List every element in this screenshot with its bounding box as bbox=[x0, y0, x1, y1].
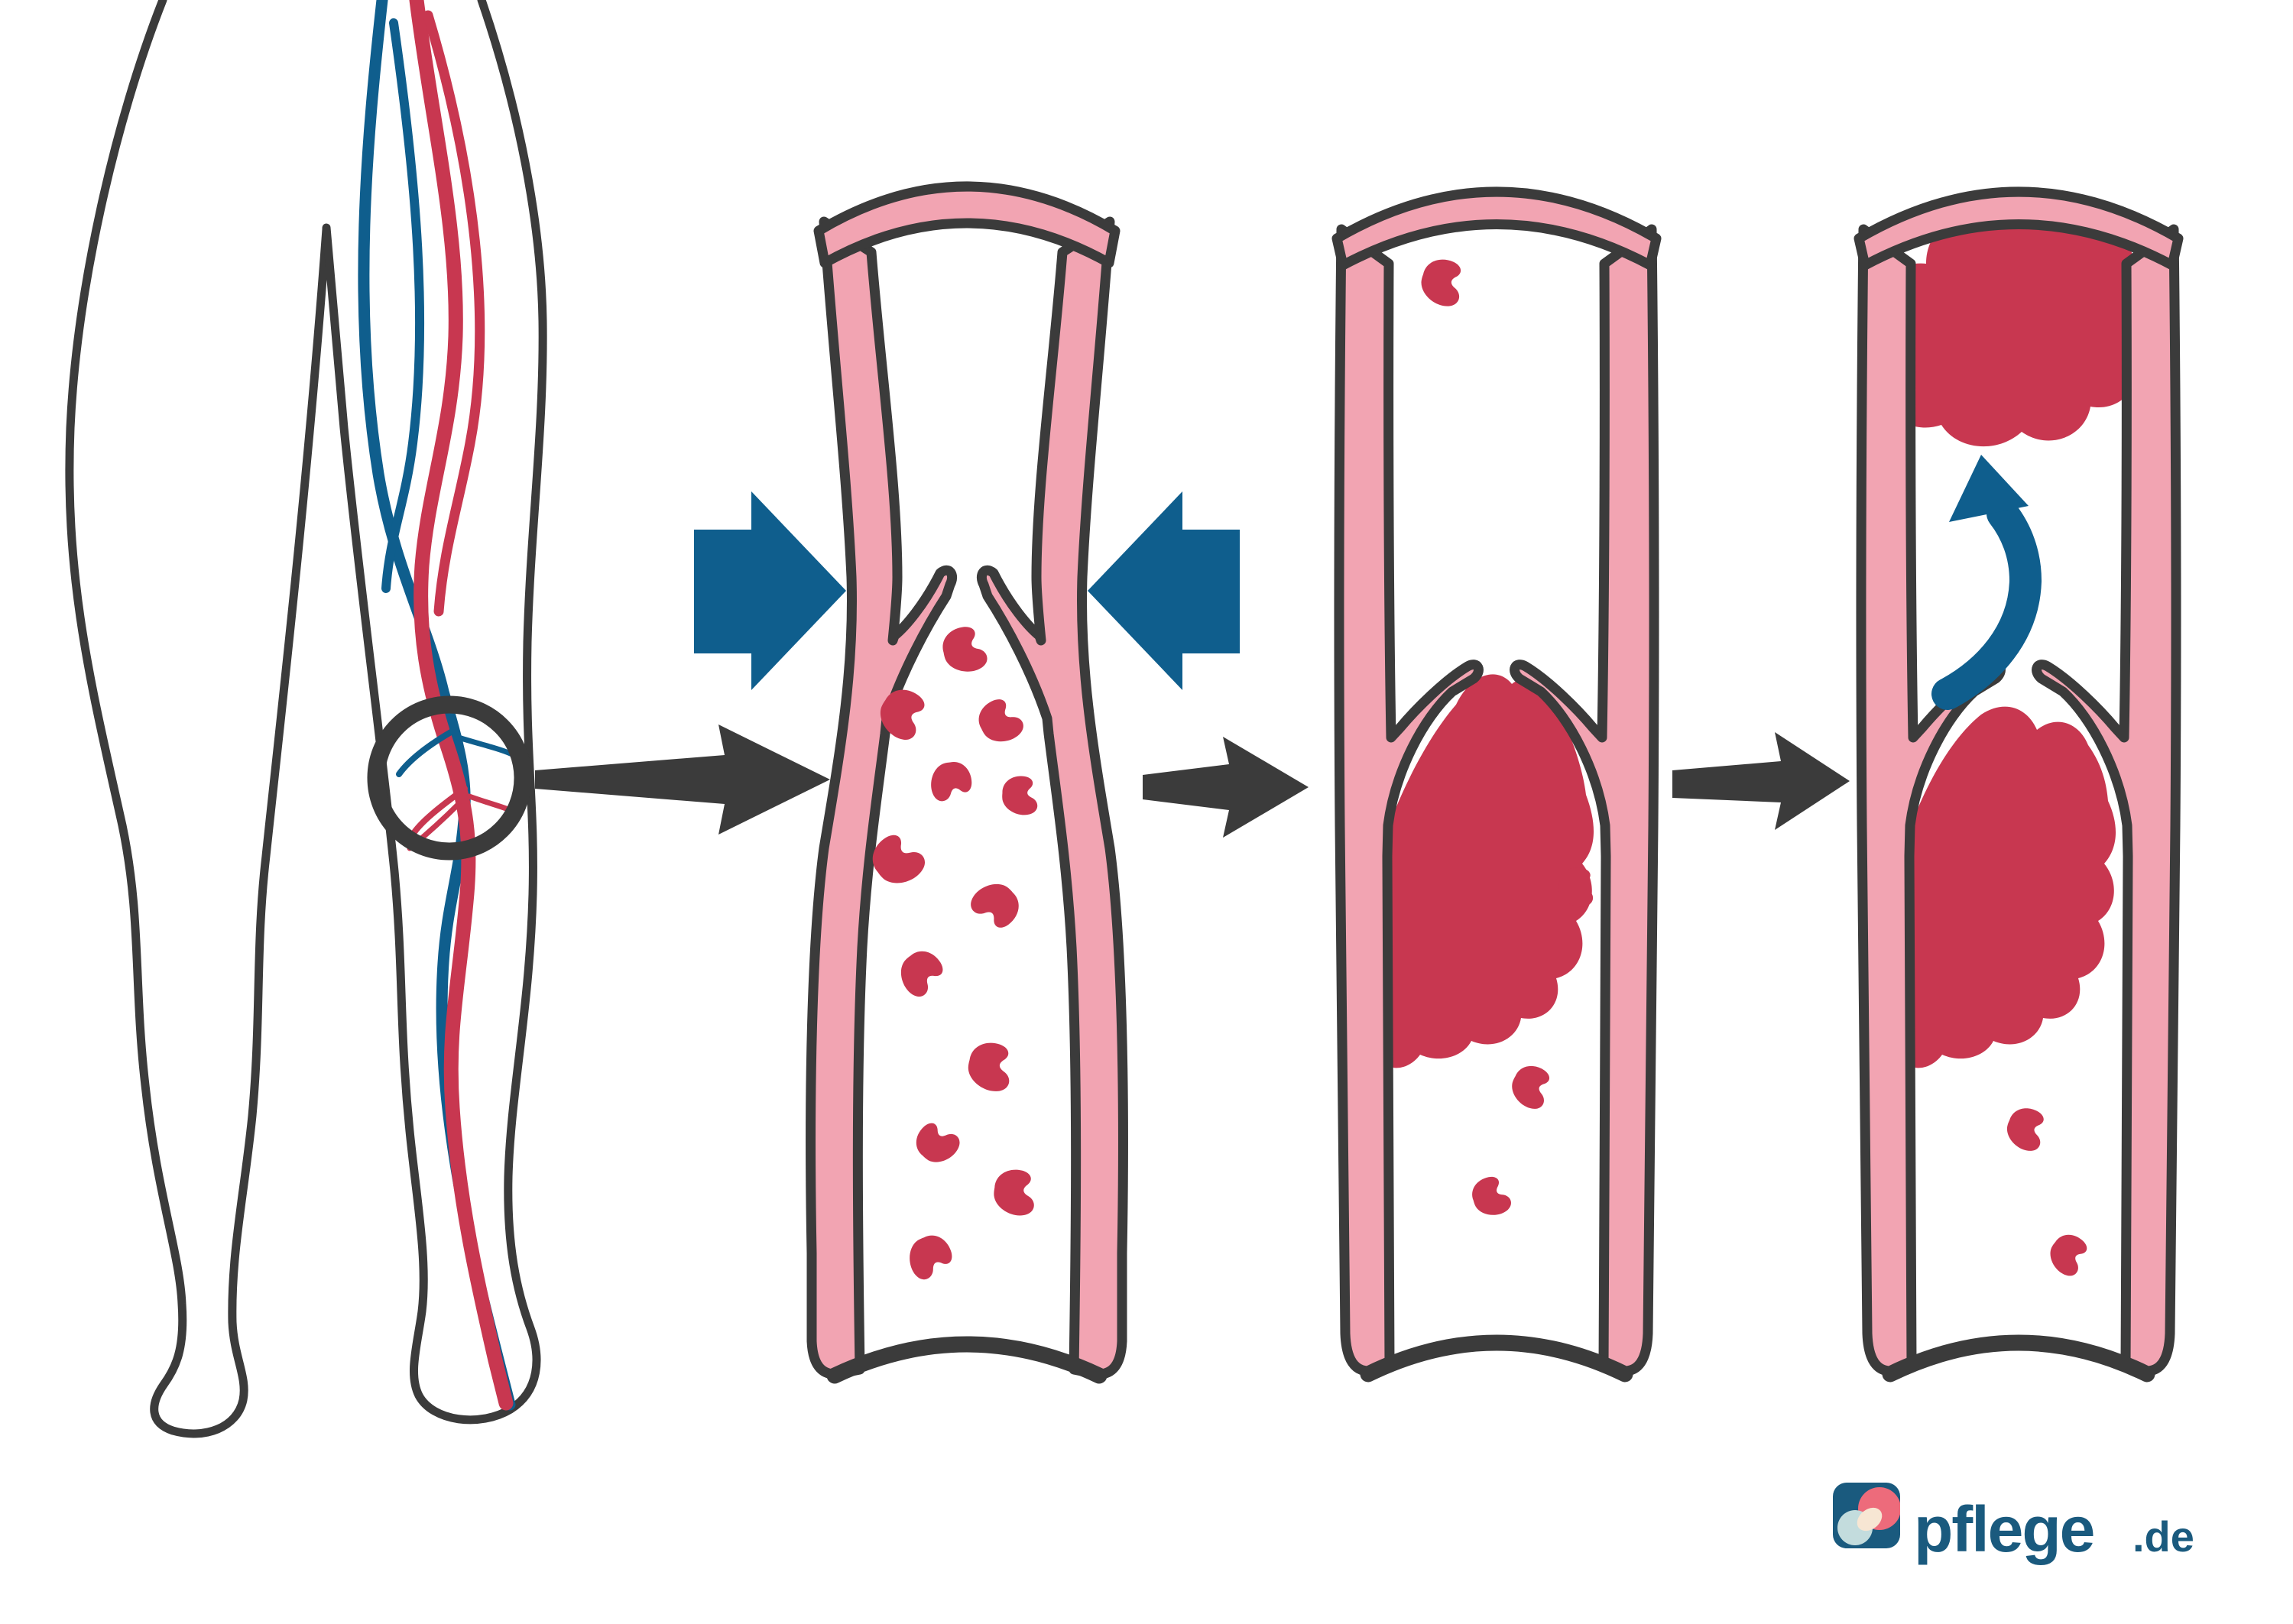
panel-vein-embolism bbox=[1854, 186, 2184, 1383]
vein-bottom-edge bbox=[1360, 1334, 1633, 1383]
blood-cell bbox=[1001, 774, 1040, 816]
logo-text: pflege bbox=[1914, 1493, 2094, 1565]
magnifier-circle bbox=[367, 695, 532, 861]
vein-wall-right bbox=[1510, 224, 1659, 1376]
logo-tld: .de bbox=[2132, 1512, 2194, 1561]
vein-wall-left bbox=[806, 216, 958, 1379]
blood-cell bbox=[1504, 1058, 1558, 1113]
vein-wall-left bbox=[1856, 224, 2006, 1376]
blood-cell bbox=[903, 1230, 958, 1283]
vein-wall-right bbox=[2032, 224, 2181, 1376]
blood-cell bbox=[2000, 1102, 2053, 1156]
vein-opening-rim bbox=[1854, 186, 2184, 271]
blood-cell bbox=[1468, 1173, 1513, 1220]
embolus-clot bbox=[1870, 199, 2157, 447]
leg-artery-red-branch bbox=[423, 10, 485, 617]
blood-cells-group bbox=[864, 624, 1040, 1283]
blood-cell bbox=[972, 693, 1027, 750]
blood-cell bbox=[1415, 253, 1471, 311]
vein-opening-rim bbox=[1331, 186, 1662, 271]
vein-bottom-edge bbox=[1882, 1334, 2155, 1383]
blood-cell bbox=[990, 1166, 1040, 1218]
pflege-logo: pflege .de bbox=[1833, 1483, 2194, 1565]
zoom-arrow bbox=[535, 724, 830, 835]
vein-bottom-edge bbox=[826, 1336, 1108, 1384]
vein-wall-left bbox=[1334, 224, 1484, 1376]
thrombus-clot bbox=[1390, 674, 1594, 1068]
blood-cell bbox=[929, 760, 974, 802]
blood-cells-group bbox=[2000, 1102, 2095, 1281]
compression-arrow-left bbox=[694, 491, 846, 690]
blood-cell bbox=[963, 1037, 1018, 1095]
compression-arrow-right bbox=[1088, 491, 1240, 690]
leg-artery-red-main bbox=[409, 0, 514, 1411]
vein-opening-rim bbox=[813, 181, 1121, 268]
leg-vein-blue-branch bbox=[381, 18, 425, 593]
vein-wall-right bbox=[976, 216, 1128, 1379]
leg-figure bbox=[65, 0, 547, 1438]
panel-vein-compressed bbox=[694, 181, 1240, 1384]
blood-cell bbox=[939, 624, 989, 676]
pflege-logo-icon bbox=[1833, 1483, 1900, 1548]
embolism-arrow bbox=[1931, 455, 2042, 710]
blood-cell bbox=[965, 874, 1027, 937]
blood-cell bbox=[908, 1114, 965, 1171]
panel-vein-thrombus bbox=[1331, 186, 1662, 1383]
step-arrow-3-4 bbox=[1672, 732, 1850, 830]
blood-cell bbox=[2042, 1227, 2095, 1281]
blood-cell bbox=[892, 943, 951, 1002]
left-leg-outline bbox=[65, 0, 331, 1438]
thrombus-clot bbox=[1912, 706, 2116, 1068]
step-arrow-2-3 bbox=[1143, 737, 1309, 838]
